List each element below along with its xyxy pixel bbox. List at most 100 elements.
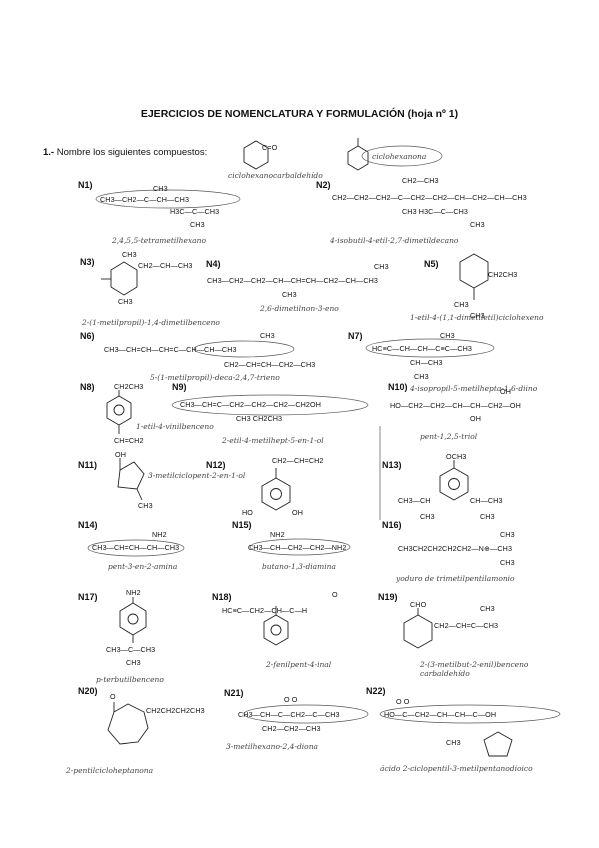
n16-line2: CH3CH2CH2CH2CH2—N⊕—CH3 — [398, 544, 513, 553]
n12-label: N12) — [206, 460, 226, 470]
n22-line1: O O — [396, 697, 410, 706]
n21-line1: O O — [284, 695, 298, 704]
n19-line2: CH2—CH=C—CH3 — [434, 621, 499, 630]
instruction: 1.- Nombre los siguientes compuestos: — [43, 147, 207, 158]
n4-answer: 2,6-dimetilnon-3-eno — [260, 304, 339, 313]
example1-ring — [243, 140, 269, 170]
instruction-number: 1.- — [43, 147, 55, 158]
n19-line3: CH3 — [480, 604, 495, 613]
page-title: EJERCICIOS DE NOMENCLATURA Y FORMULACIÓN… — [140, 108, 459, 120]
n9-circle — [171, 394, 369, 416]
n19-label: N19) — [378, 592, 398, 602]
n7-line4: CH3 — [414, 372, 429, 381]
n3-line2: CH3 — [122, 250, 137, 259]
n19-line1: CHO — [410, 600, 427, 609]
n15-circle — [249, 538, 351, 556]
example1-formula: C=O — [262, 143, 278, 152]
n10-answer: pent-1,2,5-triol — [420, 432, 478, 441]
n22-line3: CH3 — [446, 738, 461, 747]
n1-label: N1) — [78, 180, 93, 190]
n11-answer: 3-metilciclopent-2-en-1-ol — [148, 471, 246, 480]
n6-line1: CH3 — [260, 331, 275, 340]
n13-line4: CH3 — [420, 512, 435, 521]
n22-ring — [483, 731, 513, 757]
n11-ring — [117, 461, 145, 490]
n6-line2: CH3—CH=CH—CH=C—CH—CH—CH3 — [104, 345, 237, 354]
n17-label: N17) — [78, 592, 98, 602]
n3-label: N3) — [80, 257, 95, 267]
n18-line1: O — [332, 590, 338, 599]
n21-answer: 3-metilhexano-2,4-diona — [226, 742, 318, 751]
n15-answer: butano-1,3-diamina — [262, 562, 336, 571]
n4-label: N4) — [206, 259, 221, 269]
n14-line2: CH3—CH=CH—CH—CH3 — [92, 543, 180, 552]
n13-line1: OCH3 — [446, 452, 467, 461]
n5-line1: CH2CH3 — [488, 270, 518, 279]
n1-line1: CH3 — [153, 184, 168, 193]
n10-line3: OH — [470, 414, 481, 423]
n11-line1: OH — [115, 450, 126, 459]
n18-answer: 2-fenilpent-4-inal — [266, 660, 332, 669]
n6-label: N6) — [80, 331, 95, 341]
n7-line2: HC≡C—CH—CH—C≡C—CH3 — [372, 344, 473, 353]
n5-answer: 1-etil-4-(1,1-dimetiletil)ciclohexeno — [410, 313, 544, 322]
n1-line2: CH3—CH2—C—CH—CH3 — [100, 195, 190, 204]
n18-label: N18) — [212, 592, 232, 602]
n4-line2: CH3—CH2—CH2—CH—CH=CH—CH2—CH—CH3 — [207, 276, 379, 285]
n3-line1: CH2—CH—CH3 — [138, 261, 193, 270]
n16-line3: CH3 — [500, 558, 515, 567]
n12-line1: CH2—CH=CH2 — [272, 456, 324, 465]
n17-answer: p-terbutilbenceno — [96, 675, 164, 684]
n21-line2: CH3—CH—C—CH2—C—CH3 — [238, 710, 340, 719]
n13-label: N13) — [382, 460, 402, 470]
n6-answer: 5-(1-metilpropil)-deca-2,4,7-trieno — [150, 373, 280, 382]
n3-line3: CH3 — [118, 297, 133, 306]
n13-line3: CH—CH3 — [470, 496, 503, 505]
n7-circle — [365, 338, 495, 358]
n2-line1: CH2—CH3 — [402, 176, 439, 185]
n20-ring — [107, 703, 149, 745]
example2-circle — [361, 145, 443, 167]
n5-line2: CH3 — [454, 300, 469, 309]
n12-ring — [261, 477, 291, 511]
n3-ring — [110, 261, 138, 296]
n21-circle — [243, 704, 369, 724]
n1-line4: CH3 — [190, 220, 205, 229]
n1-line3: H3C—C—CH3 — [170, 207, 220, 216]
n5-label: N5) — [424, 259, 439, 269]
n8-answer: 1-etil-4-vinilbenceno — [136, 422, 214, 431]
n5-ring — [459, 253, 489, 289]
instruction-text: Nombre los siguientes compuestos: — [56, 147, 208, 158]
n12-line3: OH — [292, 508, 303, 517]
n9-label: N9) — [172, 382, 187, 392]
n8-label: N8) — [80, 382, 95, 392]
n4-line3: CH3 — [282, 290, 297, 299]
n8-line2: CH=CH2 — [114, 436, 144, 445]
n21-line3: CH2—CH2—CH3 — [262, 724, 321, 733]
n18-line2: HC≡C—CH2—CH—C—H — [222, 606, 308, 615]
n17-ring — [119, 602, 147, 636]
n7-line3: CH—CH3 — [410, 358, 443, 367]
n10-line2: HO—CH2—CH2—CH—CH—CH2—OH — [390, 401, 521, 410]
n13-line5: CH3 — [480, 512, 495, 521]
n8-ring — [106, 395, 132, 426]
n20-line2: CH2CH2CH2CH3 — [146, 706, 205, 715]
n7-label: N7) — [348, 331, 363, 341]
n14-label: N14) — [78, 520, 98, 530]
n13-ring — [439, 467, 469, 501]
n22-circle — [379, 704, 561, 724]
n13-line2: CH3—CH — [398, 496, 431, 505]
n14-circle — [87, 539, 185, 557]
n8-line1: CH2CH3 — [114, 382, 144, 391]
n19-ring — [403, 614, 433, 649]
n5-line3: CH3 — [470, 311, 485, 320]
n9-line2: CH3 CH2CH3 — [236, 414, 283, 423]
n2-line4: CH3 — [470, 220, 485, 229]
n16-answer: yoduro de trimetilpentilamonio — [396, 574, 515, 583]
n22-answer: ácido 2-ciclopentil-3-metilpentanodioico — [380, 764, 533, 773]
example2-answer: ciclohexanona — [372, 152, 427, 161]
n10-line1: OH — [500, 387, 511, 396]
n21-label: N21) — [224, 688, 244, 698]
n14-answer: pent-3-en-2-amina — [108, 562, 178, 571]
